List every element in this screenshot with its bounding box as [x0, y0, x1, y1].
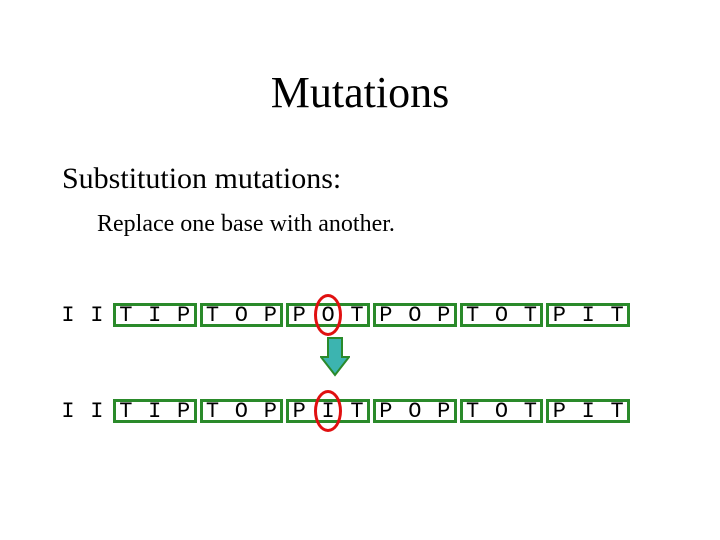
- mutated-base: O: [234, 399, 248, 424]
- original-base: I: [61, 303, 75, 328]
- mutated-base: P: [263, 399, 277, 424]
- original-base: T: [523, 303, 537, 328]
- original-base: I: [148, 303, 162, 328]
- original-base: T: [205, 303, 220, 328]
- mutated-base: I: [148, 399, 162, 424]
- mutated-base: I: [90, 399, 104, 424]
- original-base: P: [176, 303, 191, 328]
- mutated-codon-box: [372, 399, 457, 423]
- original-codon-box: [459, 303, 544, 327]
- mutated-base: P: [437, 399, 451, 424]
- original-base: P: [379, 303, 393, 328]
- slide-title: Mutations: [270, 68, 450, 117]
- mutated-base: O: [408, 399, 422, 424]
- original-codon-box: [199, 303, 284, 327]
- original-base: P: [552, 303, 566, 328]
- section-heading: Substitution mutations:: [62, 162, 342, 195]
- mutated-codon-box: [199, 399, 284, 423]
- original-base: I: [90, 303, 104, 328]
- mutated-base: T: [523, 399, 537, 424]
- original-base: O: [494, 303, 509, 328]
- mutated-base: T: [205, 399, 220, 424]
- description-text: Replace one base with another.: [97, 211, 395, 237]
- original-base: T: [610, 303, 624, 328]
- mutated-base: P: [379, 399, 393, 424]
- original-base: P: [292, 303, 306, 328]
- mutated-base: I: [581, 399, 595, 424]
- original-base: T: [465, 303, 480, 328]
- mutated-base: T: [119, 399, 133, 424]
- mutated-base: P: [292, 399, 306, 424]
- original-base: I: [581, 303, 595, 328]
- mutated-codon-box: [459, 399, 544, 423]
- mutated-codon-box: [546, 399, 631, 423]
- original-base: T: [350, 303, 364, 328]
- mutated-base: O: [494, 399, 509, 424]
- original-codon-box: [546, 303, 631, 327]
- mutated-base: T: [350, 399, 364, 424]
- mutated-codon-box: [112, 399, 197, 423]
- down-arrow-icon: [320, 337, 350, 377]
- original-base: P: [437, 303, 451, 328]
- original-mutation-circle: [314, 294, 343, 336]
- original-base: O: [234, 303, 248, 328]
- original-base: O: [408, 303, 422, 328]
- original-base: P: [263, 303, 277, 328]
- original-base: T: [119, 303, 133, 328]
- original-codon-box: [112, 303, 197, 327]
- mutated-base: T: [610, 399, 624, 424]
- mutated-base: I: [61, 399, 75, 424]
- mutated-base: P: [176, 399, 191, 424]
- original-codon-box: [372, 303, 457, 327]
- mutated-base: T: [465, 399, 480, 424]
- mutated-mutation-circle: [314, 390, 343, 432]
- mutated-base: P: [552, 399, 566, 424]
